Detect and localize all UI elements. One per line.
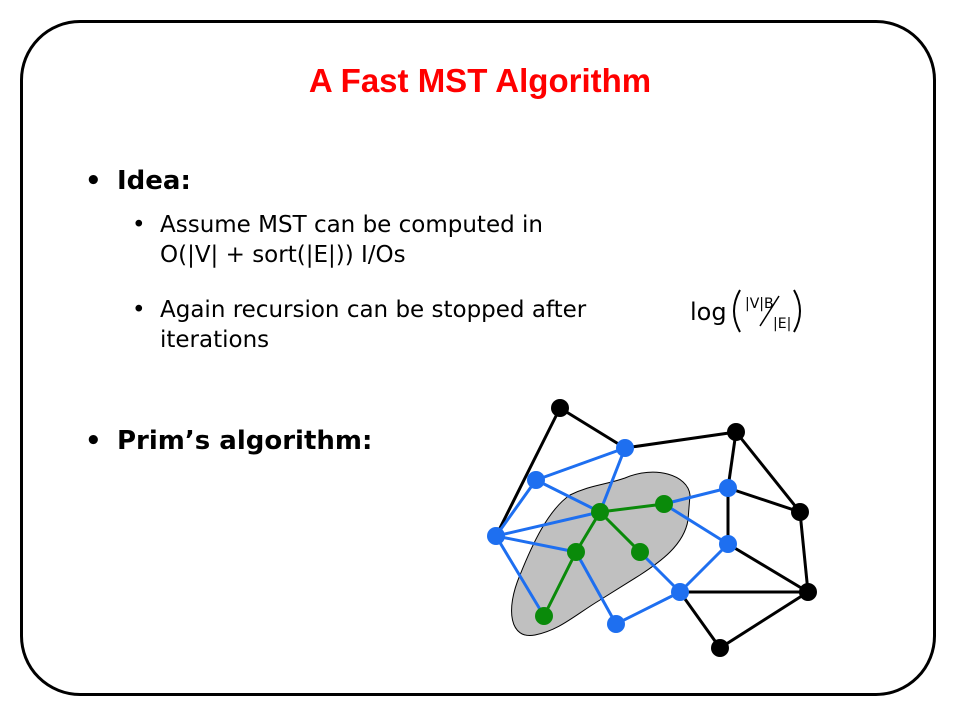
edge-black xyxy=(727,486,801,514)
node-blue xyxy=(616,439,634,457)
edge-blue xyxy=(494,479,538,537)
node-green xyxy=(631,543,649,561)
edge-blue xyxy=(663,502,729,546)
edge-blue xyxy=(495,510,601,538)
formula-log: log xyxy=(690,298,727,326)
edge-blue xyxy=(615,590,681,626)
edge-black xyxy=(719,590,809,650)
edge-black xyxy=(734,431,802,513)
edge-green xyxy=(542,551,578,617)
node-blue xyxy=(719,535,737,553)
bullet-assume-line2: O(|V| + sort(|E|)) I/Os xyxy=(160,242,406,268)
bullet-idea: • Idea: xyxy=(85,166,191,197)
edge-blue xyxy=(494,535,546,617)
bullet-prims-text: Prim’s algorithm: xyxy=(117,426,373,456)
bullet-dot: • xyxy=(132,297,146,323)
formula-left-paren xyxy=(733,289,741,333)
formula-right-paren xyxy=(793,289,801,333)
bullet-assume: • Assume MST can be computed in O(|V| + … xyxy=(132,210,543,270)
edge-black xyxy=(494,407,562,537)
node-green xyxy=(535,607,553,625)
slide-frame xyxy=(20,20,936,696)
bullet-again-line2: iterations xyxy=(160,327,270,353)
bullet-idea-text: Idea: xyxy=(117,166,191,196)
edge-blue xyxy=(598,447,627,513)
edge-black xyxy=(678,591,722,649)
edge-blue xyxy=(574,551,618,625)
edge-blue xyxy=(535,478,601,514)
edge-green xyxy=(598,510,642,554)
bullet-dot: • xyxy=(85,426,102,456)
edge-blue xyxy=(535,446,626,482)
edge-blue xyxy=(495,534,577,554)
formula-fraction-slash xyxy=(759,295,780,327)
node-blue xyxy=(527,471,545,489)
bullet-dot: • xyxy=(85,166,102,196)
edge-green xyxy=(599,502,665,514)
node-black xyxy=(727,423,745,441)
edge-blue xyxy=(678,542,730,594)
node-black xyxy=(799,583,817,601)
log-formula: log |V|B |E| xyxy=(690,289,801,333)
slide-title: A Fast MST Algorithm xyxy=(308,62,652,99)
node-green xyxy=(655,495,673,513)
edge-black xyxy=(798,511,810,593)
node-blue xyxy=(607,615,625,633)
formula-numerator: |V|B xyxy=(745,296,774,312)
graph-diagram xyxy=(487,399,817,657)
node-black xyxy=(791,503,809,521)
node-black xyxy=(551,399,569,417)
edge-blue xyxy=(663,486,729,506)
formula-denominator: |E| xyxy=(773,316,791,332)
node-blue xyxy=(671,583,689,601)
bullet-prims: • Prim’s algorithm: xyxy=(85,426,373,457)
edge-black xyxy=(727,542,809,594)
node-blue xyxy=(487,527,505,545)
node-blue xyxy=(719,479,737,497)
edge-black xyxy=(559,406,626,450)
node-black xyxy=(711,639,729,657)
edge-blue xyxy=(638,550,682,594)
bullet-dot: • xyxy=(132,212,146,238)
edge-black xyxy=(726,431,738,489)
node-green xyxy=(591,503,609,521)
bullet-again-line1: Again recursion can be stopped after xyxy=(160,297,587,323)
node-green xyxy=(567,543,585,561)
bullet-again: • Again recursion can be stopped after i… xyxy=(132,295,587,355)
bullet-assume-line1: Assume MST can be computed in xyxy=(160,212,543,238)
edge-black xyxy=(624,430,737,450)
